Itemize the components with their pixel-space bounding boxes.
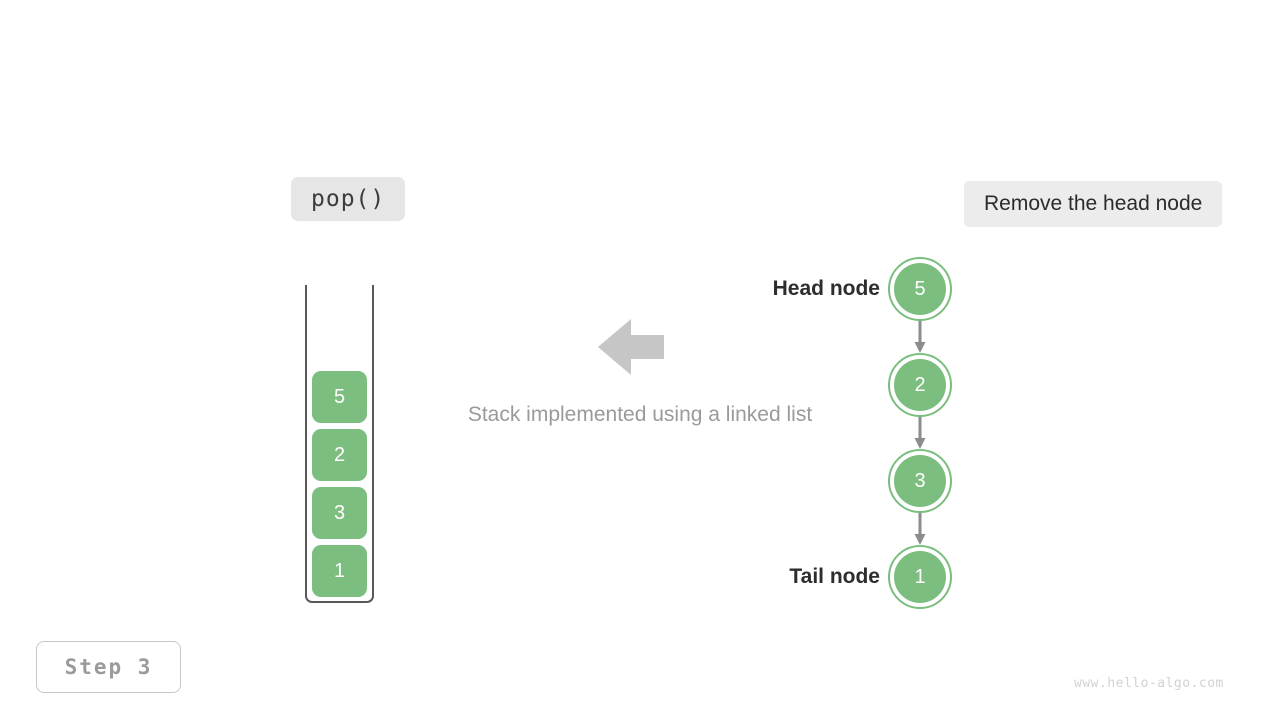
node-connector-arrow-icon <box>914 320 926 353</box>
linked-list: 5 2 3 1 <box>888 257 952 609</box>
operation-description-badge: Remove the head node <box>964 181 1223 227</box>
linked-list-node-value: 1 <box>894 551 946 603</box>
stack-block-list: 5 2 3 1 <box>307 371 372 597</box>
operation-badge: pop() <box>291 177 406 221</box>
linked-list-node: 3 <box>888 449 952 513</box>
node-connector-arrow-icon <box>914 512 926 545</box>
node-connector-arrow-icon <box>914 416 926 449</box>
watermark: www.hello-algo.com <box>1074 676 1224 691</box>
head-node-label: Head node <box>772 277 880 300</box>
linked-list-node-value: 5 <box>894 263 946 315</box>
linked-list-node: 1 <box>888 545 952 609</box>
linked-list-node: 2 <box>888 353 952 417</box>
linked-list-node: 5 <box>888 257 952 321</box>
stack-block: 1 <box>312 545 367 597</box>
step-badge: Step 3 <box>36 641 181 693</box>
linked-list-node-value: 2 <box>894 359 946 411</box>
tail-node-label: Tail node <box>789 565 880 588</box>
arrow-left-icon <box>598 319 664 375</box>
stack-container: 5 2 3 1 <box>305 285 374 603</box>
stack-block: 2 <box>312 429 367 481</box>
linked-list-node-value: 3 <box>894 455 946 507</box>
stack-block: 5 <box>312 371 367 423</box>
diagram-caption: Stack implemented using a linked list <box>467 403 813 426</box>
stack-block: 3 <box>312 487 367 539</box>
